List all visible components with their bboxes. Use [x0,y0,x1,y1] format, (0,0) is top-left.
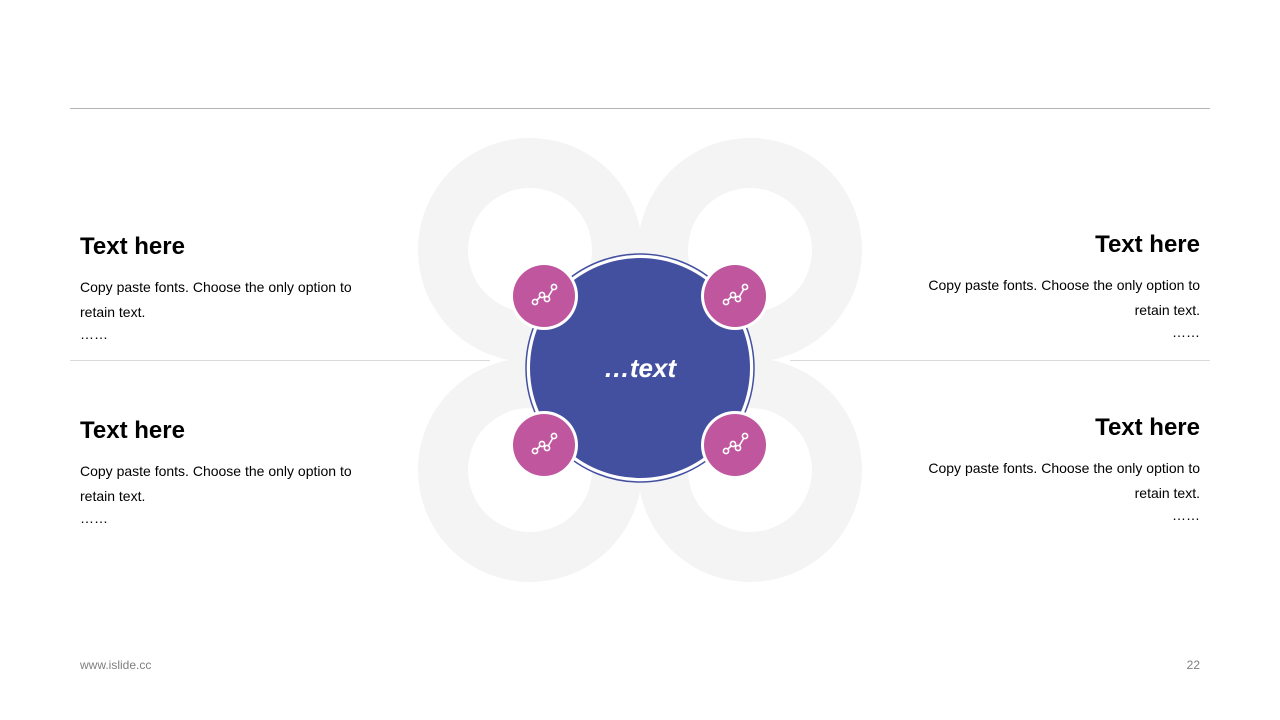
text-block-bottom-left: Text here Copy paste fonts. Choose the o… [80,417,380,525]
block-body: Copy paste fonts. Choose the only option… [80,279,352,320]
block-ellipsis: …… [80,510,108,526]
block-title: Text here [80,417,185,444]
right-divider [790,360,1210,361]
icon-badge-bottom-left [510,411,578,479]
icon-badge-bottom-right [701,411,769,479]
top-divider [70,108,1210,109]
chart-line-icon [531,432,558,455]
block-body: Copy paste fonts. Choose the only option… [928,277,1200,318]
icon-badge-top-right [701,262,769,330]
icon-badge-top-left [510,262,578,330]
text-block-bottom-right: Text here Copy paste fonts. Choose the o… [900,414,1200,522]
block-title: Text here [1095,414,1200,441]
center-label: …text [603,353,677,383]
center-circle [530,258,750,478]
left-divider [70,360,490,361]
page-number: 22 [1186,658,1200,672]
chart-line-icon [722,432,749,455]
block-ellipsis: …… [1172,324,1200,340]
text-block-top-right: Text here Copy paste fonts. Choose the o… [900,231,1200,339]
block-title: Text here [1095,231,1200,258]
block-title: Text here [80,233,185,260]
text-block-top-left: Text here Copy paste fonts. Choose the o… [80,233,380,341]
block-body: Copy paste fonts. Choose the only option… [80,463,352,504]
footer-url[interactable]: www.islide.cc [80,658,152,672]
chart-line-icon [722,283,749,306]
block-ellipsis: …… [1172,507,1200,523]
chart-line-icon [531,283,558,306]
block-ellipsis: …… [80,326,108,342]
block-body: Copy paste fonts. Choose the only option… [928,460,1200,501]
